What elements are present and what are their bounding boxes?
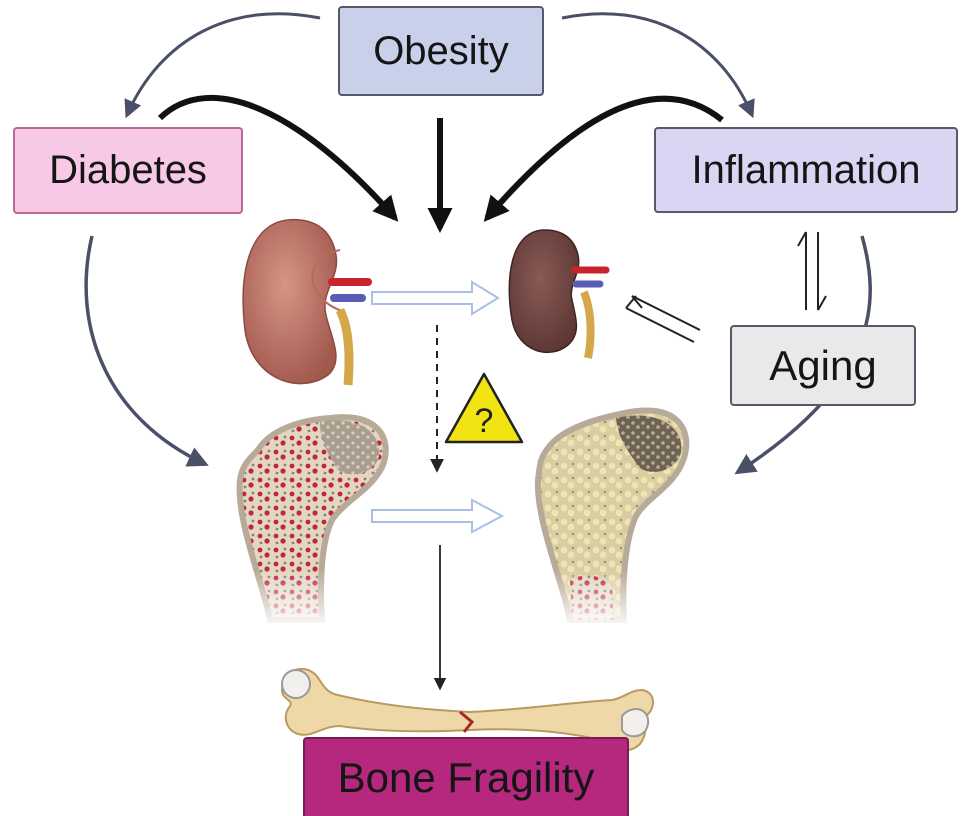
arrow-obesity-to-inflammation [561, 12, 755, 119]
obesity-label: Obesity [373, 28, 509, 73]
aging-label: Aging [769, 341, 877, 389]
bone-transition-arrow [371, 498, 505, 534]
equilibrium-kidney-aging [625, 295, 701, 343]
healthy-kidney-icon [242, 219, 372, 386]
diabetes-label: Diabetes [49, 148, 207, 192]
obesity-box: Obesity [338, 6, 544, 96]
arrow-diabetes-to-kidney [157, 94, 399, 222]
bone-fragility-label: Bone Fragility [337, 753, 595, 801]
equilibrium-inflammation-aging [797, 231, 827, 311]
arrow-inflammation-to-kidney [483, 95, 724, 222]
inflammation-box: Inflammation [654, 127, 958, 213]
diabetes-box: Diabetes [13, 127, 243, 214]
healthy-bone-icon [232, 414, 389, 630]
warning-triangle-icon: ? [444, 372, 524, 444]
arrow-diabetes-to-bone [84, 235, 209, 467]
kidney-transition-arrow [371, 280, 500, 316]
warning-question-mark: ? [475, 402, 494, 440]
inflammation-label: Inflammation [691, 147, 921, 192]
damaged-kidney-icon [508, 229, 610, 359]
osteoporotic-bone-icon [532, 407, 690, 630]
aging-box: Aging [730, 325, 916, 406]
bone-fragility-box: Bone Fragility [303, 737, 629, 816]
fractured-femur-icon [280, 667, 654, 752]
arrow-obesity-to-diabetes [124, 12, 321, 119]
